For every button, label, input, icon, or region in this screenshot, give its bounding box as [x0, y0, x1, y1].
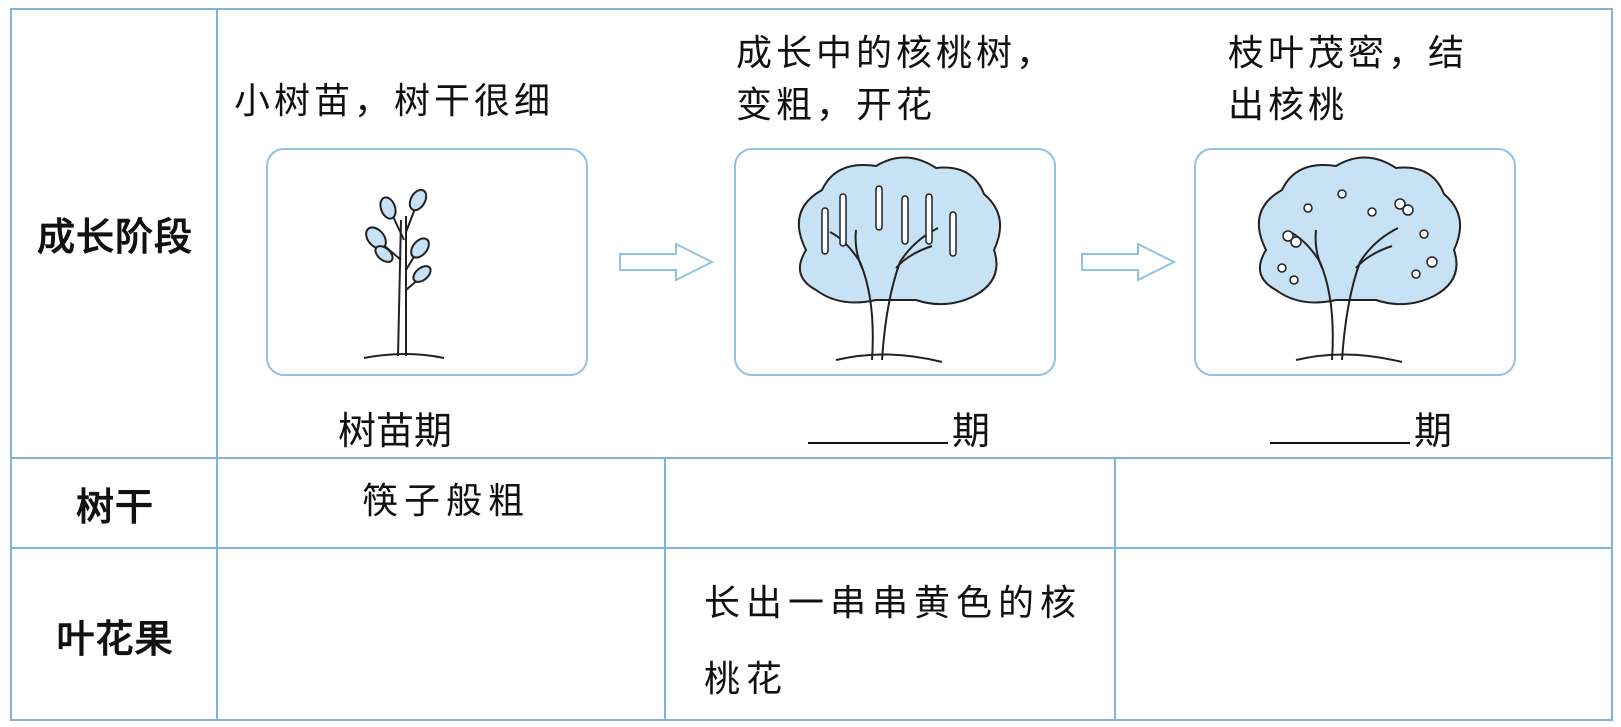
right-arrow-icon — [1081, 242, 1177, 282]
column-divider — [1114, 457, 1116, 721]
caption-line: 枝叶茂密，结 — [1228, 33, 1469, 74]
stage-caption: 小树苗，树干很细 — [234, 76, 554, 128]
stage-label: 期 — [1270, 400, 1452, 455]
caption-line: 小树苗，树干很细 — [234, 81, 555, 122]
trunk-cell: 筷子般粗 — [362, 481, 531, 522]
column-divider — [664, 457, 666, 721]
table-frame — [10, 8, 1613, 721]
fruiting-tree-drawing — [1257, 156, 1461, 363]
stage-caption: 枝叶茂密，结 出核桃 — [1228, 28, 1468, 132]
right-arrow-icon — [619, 242, 715, 282]
row-divider — [10, 457, 1613, 459]
caption-line: 成长中的核桃树， — [736, 33, 1057, 74]
row-divider — [10, 547, 1613, 549]
flowering-tree-card — [734, 148, 1056, 376]
fruiting-tree-card — [1194, 148, 1516, 376]
row-header-stage: 成长阶段 — [36, 215, 193, 259]
stage-label: 树苗期 — [338, 400, 452, 455]
row-header-leaf-flower-fruit: 叶花果 — [56, 616, 174, 661]
sapling-card — [266, 148, 588, 376]
leaf-cell-line: 桃花 — [704, 659, 789, 700]
caption-line: 出核桃 — [1228, 85, 1349, 126]
stage-caption: 成长中的核桃树， 变粗，开花 — [736, 28, 1056, 132]
answer-blank[interactable] — [1270, 408, 1410, 444]
leaf-cell-line: 长出一串串黄色的核 — [704, 583, 1083, 624]
row-header-trunk: 树干 — [75, 484, 154, 529]
caption-line: 变粗，开花 — [736, 85, 937, 126]
stage-label-text: 树苗期 — [338, 409, 453, 453]
flowering-tree-drawing — [797, 156, 1001, 363]
column-divider — [216, 8, 218, 721]
stage-label: 期 — [808, 400, 990, 455]
stage-label-text: 期 — [1414, 409, 1453, 453]
sapling-drawing — [363, 188, 445, 359]
stage-label-text: 期 — [952, 409, 991, 453]
answer-blank[interactable] — [808, 408, 948, 444]
leaf-cell: 长出一串串黄色的核 桃花 — [704, 566, 1082, 718]
